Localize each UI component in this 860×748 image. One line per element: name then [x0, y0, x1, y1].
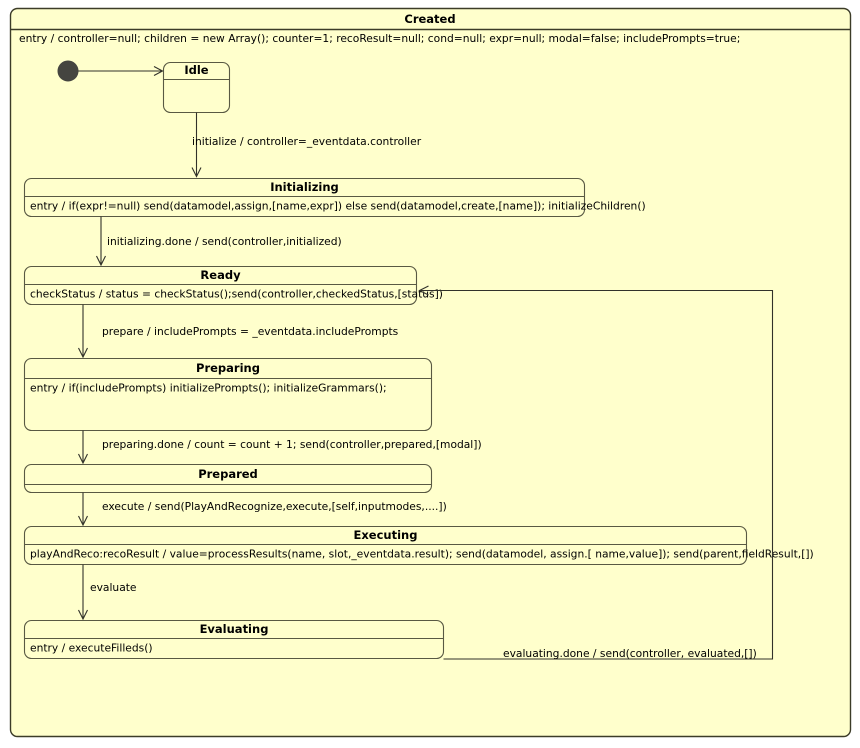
state-initializing-body: entry / if(expr!=null) send(datamodel,as… [30, 200, 646, 213]
transition-preparing-to-prepared-arrowhead [78, 453, 88, 465]
transition-evaluating-to-ready-label: evaluating.done / send(controller, evalu… [503, 647, 757, 660]
state-preparing-box [23, 357, 433, 432]
transition-preparing-to-prepared[interactable]: preparing.done / count = count + 1; send… [78, 430, 482, 465]
state-initializing-title: Initializing [270, 180, 339, 194]
state-ready-body: checkStatus / status = checkStatus();sen… [30, 288, 443, 301]
transition-executing-to-evaluating[interactable]: evaluate [78, 564, 137, 621]
state-executing[interactable]: Executing playAndReco:recoResult / value… [23, 525, 814, 566]
transition-initializing-to-ready[interactable]: initializing.done / send(controller,init… [96, 216, 342, 267]
state-executing-body: playAndReco:recoResult / value=processRe… [30, 548, 814, 561]
transition-ready-to-preparing-label: prepare / includePrompts = _eventdata.in… [102, 325, 399, 338]
state-prepared[interactable]: Prepared [23, 463, 433, 494]
transition-idle-to-initializing[interactable]: initialize / controller=_eventdata.contr… [191, 112, 422, 178]
transition-initial-to-idle[interactable] [78, 66, 164, 76]
transition-ready-to-preparing-arrowhead [78, 347, 88, 359]
state-initializing-box [23, 177, 586, 218]
transition-initial-to-idle-arrowhead [153, 66, 164, 76]
state-preparing-body: entry / if(includePrompts) initializePro… [30, 382, 387, 395]
transition-evaluating-to-ready-arrowhead [418, 285, 429, 296]
state-evaluating-box [23, 619, 445, 660]
composite-state-title: Created [404, 12, 455, 26]
state-preparing[interactable]: Preparing entry / if(includePrompts) ini… [23, 357, 433, 432]
transition-idle-to-initializing-label: initialize / controller=_eventdata.contr… [192, 135, 422, 148]
transition-initializing-to-ready-label: initializing.done / send(controller,init… [107, 235, 342, 248]
transition-ready-to-preparing[interactable]: prepare / includePrompts = _eventdata.in… [78, 304, 399, 359]
state-executing-box [23, 525, 748, 566]
transition-executing-to-evaluating-label: evaluate [90, 581, 137, 594]
composite-entry-action: entry / controller=null; children = new … [19, 32, 740, 45]
state-ready[interactable]: Ready checkStatus / status = checkStatus… [23, 265, 443, 306]
state-evaluating-title: Evaluating [200, 622, 269, 636]
state-evaluating[interactable]: Evaluating entry / executeFilleds() [23, 619, 445, 660]
state-prepared-title: Prepared [198, 467, 258, 481]
state-executing-title: Executing [354, 528, 418, 542]
transition-evaluating-to-ready-line [420, 289, 774, 660]
transition-idle-to-initializing-arrowhead [191, 167, 202, 178]
transition-evaluating-to-ready[interactable]: evaluating.done / send(controller, evalu… [418, 285, 774, 660]
transition-prepared-to-executing[interactable]: execute / send(PlayAndRecognize,execute,… [78, 492, 447, 527]
state-initializing[interactable]: Initializing entry / if(expr!=null) send… [23, 177, 646, 218]
transition-executing-to-evaluating-arrowhead [78, 609, 88, 621]
state-idle[interactable]: Idle [162, 61, 231, 114]
transition-preparing-to-prepared-label: preparing.done / count = count + 1; send… [102, 438, 482, 451]
state-idle-title: Idle [184, 63, 208, 77]
transition-prepared-to-executing-arrowhead [78, 515, 88, 527]
transition-initializing-to-ready-arrowhead [96, 255, 106, 267]
state-prepared-box [23, 463, 433, 494]
state-ready-title: Ready [200, 268, 241, 282]
initial-state-node[interactable] [57, 60, 79, 82]
state-evaluating-body: entry / executeFilleds() [30, 642, 153, 655]
state-preparing-title: Preparing [196, 361, 260, 375]
transition-prepared-to-executing-label: execute / send(PlayAndRecognize,execute,… [102, 500, 447, 513]
state-ready-box [23, 265, 418, 306]
